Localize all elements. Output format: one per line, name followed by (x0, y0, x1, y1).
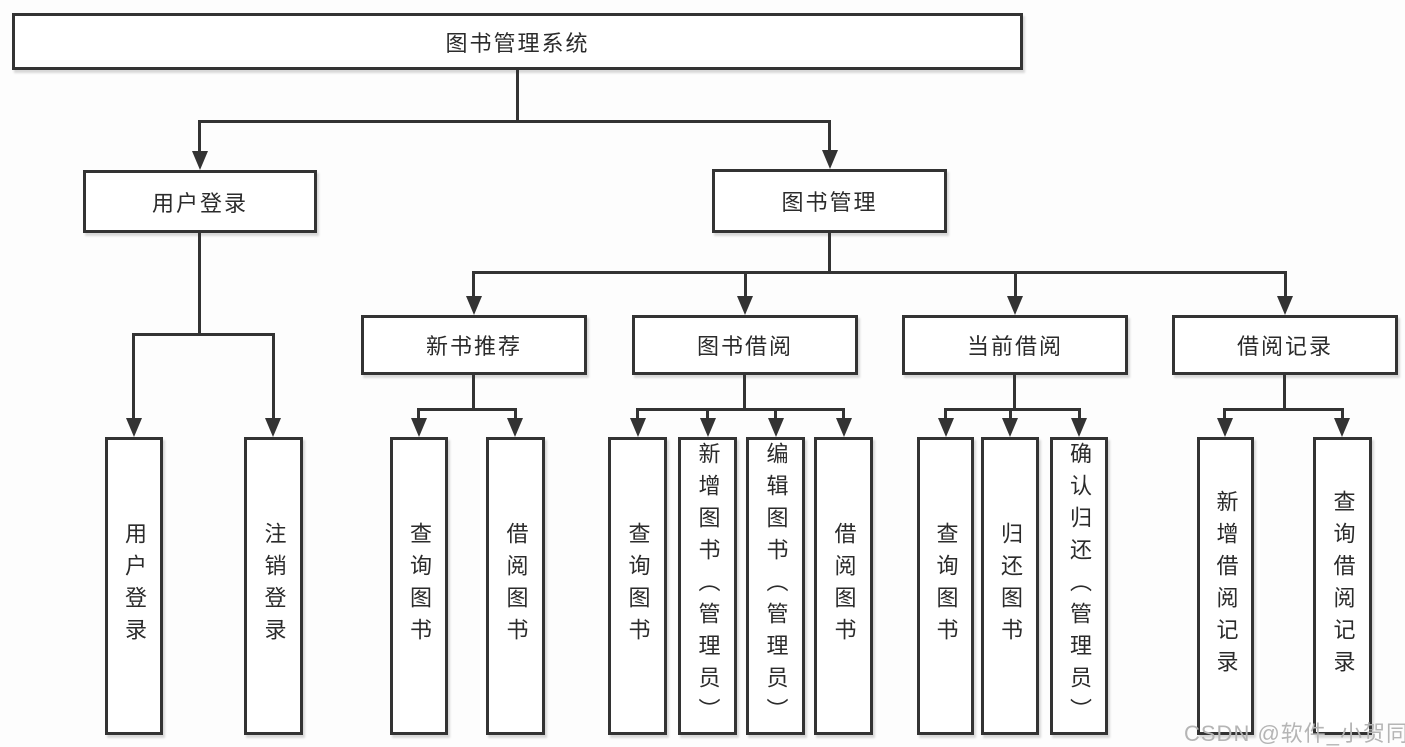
node-library-system: 图书管理系统 (12, 13, 1023, 70)
leaf-edit-books-admin: 编辑图书（管理员） (746, 437, 805, 735)
leaf-confirm-return-admin-label: 确认归还（管理员） (1067, 442, 1092, 730)
leaf-query-books-2-label: 查询图书 (625, 522, 651, 650)
arrow-down-icon (737, 296, 753, 315)
arrow-down-icon (1007, 296, 1023, 315)
node-new-book-recommend-label: 新书推荐 (425, 334, 522, 359)
arrow-down-icon (1002, 418, 1018, 437)
node-book-borrowing-label: 图书借阅 (696, 334, 793, 359)
node-book-management-label: 图书管理 (781, 190, 878, 215)
tree-line (636, 408, 639, 422)
tree-line (944, 408, 1081, 411)
tree-line (417, 408, 420, 422)
csdn-watermark: CSDN @软件_小贺同学 (1184, 721, 1405, 746)
leaf-confirm-return-admin: 确认归还（管理员） (1050, 437, 1108, 735)
arrow-down-icon (466, 296, 482, 315)
arrow-down-icon (1277, 296, 1293, 315)
node-user-login: 用户登录 (83, 170, 317, 233)
arrow-down-icon (265, 418, 281, 437)
tree-line (706, 408, 709, 422)
leaf-query-books-3: 查询图书 (917, 437, 974, 735)
tree-line (198, 233, 201, 336)
leaf-query-books-1: 查询图书 (390, 437, 448, 735)
tree-line (1078, 408, 1081, 422)
node-book-borrowing: 图书借阅 (632, 315, 858, 375)
leaf-return-books: 归还图书 (981, 437, 1039, 735)
arrow-down-icon (938, 418, 954, 437)
arrow-down-icon (507, 418, 523, 437)
node-current-borrowing-label: 当前借阅 (966, 334, 1063, 359)
leaf-edit-books-admin-label: 编辑图书（管理员） (763, 442, 789, 730)
tree-line (1223, 408, 1344, 411)
node-borrowing-records-label: 借阅记录 (1236, 334, 1333, 359)
leaf-add-books-admin-label: 新增图书（管理员） (695, 442, 721, 730)
leaf-add-books-admin: 新增图书（管理员） (678, 437, 737, 735)
tree-line (1009, 408, 1012, 422)
node-borrowing-records: 借阅记录 (1172, 315, 1398, 375)
tree-line (743, 374, 746, 411)
arrow-down-icon (768, 418, 784, 437)
tree-line (132, 333, 135, 422)
arrow-down-icon (1071, 418, 1087, 437)
tree-line (1013, 374, 1016, 411)
tree-line (744, 271, 747, 299)
arrow-down-icon (822, 150, 838, 169)
tree-line (1284, 271, 1287, 299)
tree-line (944, 408, 947, 422)
node-current-borrowing: 当前借阅 (902, 315, 1128, 375)
tree-line (1283, 374, 1286, 411)
leaf-query-books-3-label: 查询图书 (933, 522, 959, 650)
node-new-book-recommend: 新书推荐 (361, 315, 587, 375)
leaf-query-borrow-record-label: 查询借阅记录 (1330, 490, 1356, 682)
node-user-login-label: 用户登录 (151, 190, 248, 216)
leaf-query-books-1-label: 查询图书 (407, 522, 432, 650)
leaf-user-login-label: 用户登录 (122, 522, 147, 650)
arrow-down-icon (630, 418, 646, 437)
tree-line (132, 333, 275, 336)
tree-line (516, 69, 519, 120)
tree-line (472, 271, 475, 299)
node-book-management: 图书管理 (712, 169, 947, 233)
tree-line (1223, 408, 1226, 422)
leaf-borrow-books-2: 借阅图书 (814, 437, 873, 735)
tree-line (198, 120, 831, 123)
tree-line (198, 120, 201, 154)
tree-line (417, 408, 517, 411)
leaf-user-login: 用户登录 (105, 437, 163, 735)
arrow-down-icon (700, 418, 716, 437)
leaf-borrow-books-1-label: 借阅图书 (503, 522, 529, 650)
tree-line (828, 120, 831, 153)
arrow-down-icon (126, 418, 142, 437)
leaf-borrow-books-1: 借阅图书 (486, 437, 545, 735)
leaf-logout: 注销登录 (244, 437, 303, 735)
arrow-down-icon (411, 418, 427, 437)
arrow-down-icon (192, 151, 208, 170)
arrow-down-icon (836, 418, 852, 437)
leaf-query-borrow-record: 查询借阅记录 (1313, 437, 1372, 735)
leaf-return-books-label: 归还图书 (998, 522, 1023, 650)
tree-line (272, 333, 275, 422)
tree-line (514, 408, 517, 422)
tree-line (774, 408, 777, 422)
leaf-logout-label: 注销登录 (261, 522, 287, 650)
tree-line (472, 271, 1287, 274)
arrow-down-icon (1217, 418, 1233, 437)
tree-line (472, 374, 475, 411)
leaf-borrow-books-2-label: 借阅图书 (831, 522, 857, 650)
tree-line (842, 408, 845, 422)
tree-line (1341, 408, 1344, 422)
tree-line (1014, 271, 1017, 299)
arrow-down-icon (1334, 418, 1350, 437)
leaf-add-borrow-record-label: 新增借阅记录 (1213, 490, 1239, 682)
node-library-system-label: 图书管理系统 (445, 30, 590, 56)
leaf-query-books-2: 查询图书 (608, 437, 667, 735)
leaf-add-borrow-record: 新增借阅记录 (1197, 437, 1254, 735)
tree-line (828, 233, 831, 274)
tree-line (636, 408, 845, 411)
